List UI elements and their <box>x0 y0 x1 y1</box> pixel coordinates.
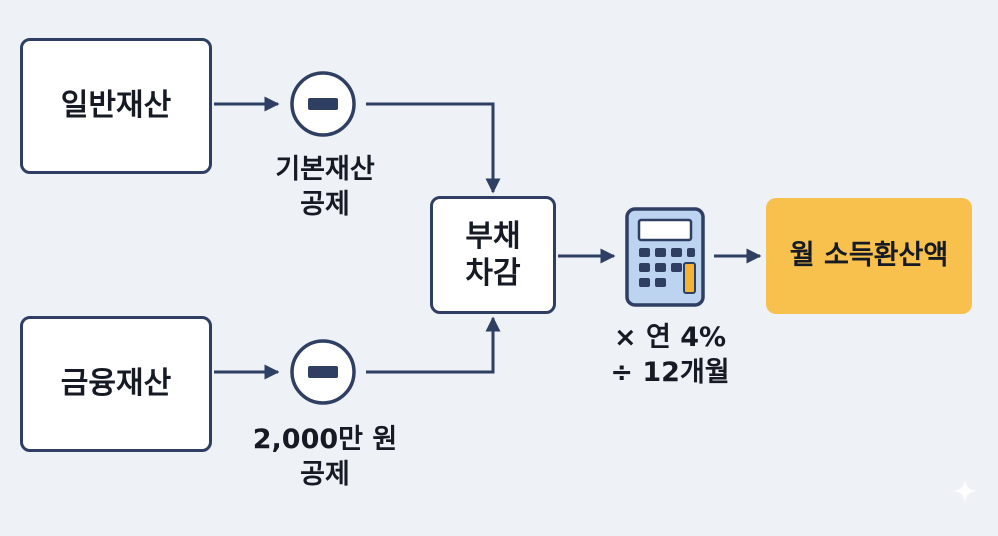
calculator-icon <box>625 207 705 307</box>
general-assets-box: 일반재산 <box>20 38 212 174</box>
debt-deduction-label-line2: 차감 <box>465 256 521 291</box>
financial-deduction-label: 2,000만 원 공제 <box>225 422 425 492</box>
minus-circle-icon <box>290 71 356 137</box>
basic-deduction-label: 기본재산 공제 <box>245 152 405 222</box>
rate-line2: ÷ 12개월 <box>610 357 730 389</box>
financial-assets-label: 금융재산 <box>60 366 172 402</box>
basic-deduction-line2: 공제 <box>300 189 350 221</box>
general-assets-label: 일반재산 <box>60 88 172 124</box>
financial-deduction-line2: 공제 <box>300 459 350 491</box>
arrow-basic-deduction-to-debt <box>366 102 501 194</box>
monthly-income-label: 월 소득환산액 <box>789 240 949 272</box>
basic-deduction-line1: 기본재산 <box>275 154 375 185</box>
rate-formula-label: × 연 4% ÷ 12개월 <box>590 320 750 390</box>
debt-deduction-box: 부채 차감 <box>430 196 556 314</box>
rate-line1: × 연 4% <box>613 322 727 353</box>
financial-assets-box: 금융재산 <box>20 316 212 452</box>
financial-deduction-line1: 2,000만 원 <box>252 424 398 455</box>
arrow-financial-deduction-to-debt <box>366 316 501 374</box>
sparkle-icon <box>953 479 977 503</box>
minus-circle-icon <box>290 339 356 405</box>
monthly-income-box: 월 소득환산액 <box>766 198 972 314</box>
debt-deduction-label-line1: 부채 <box>465 218 521 254</box>
